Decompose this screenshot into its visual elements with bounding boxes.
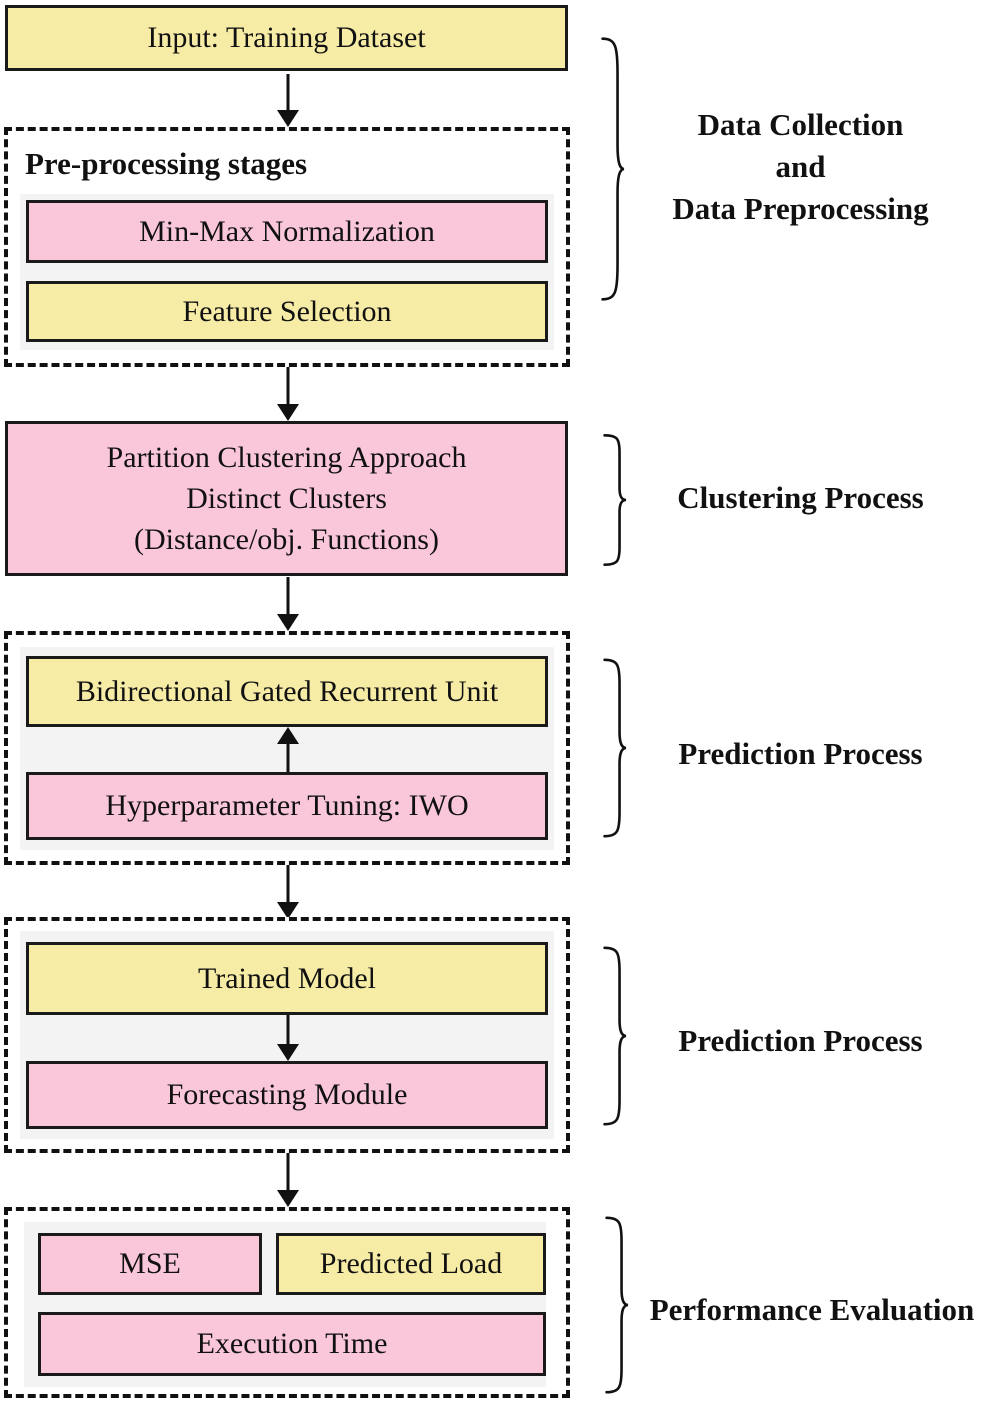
arrowhead-down-icon xyxy=(277,902,299,919)
hyperparameter-tuning-label: Hyperparameter Tuning: IWO xyxy=(105,789,469,823)
forecasting-module-box: Forecasting Module xyxy=(26,1061,548,1129)
clustering-line2: Distinct Clusters xyxy=(186,481,387,515)
arrow-clustering-to-training xyxy=(277,577,299,631)
brace-performance-evaluation xyxy=(601,1216,629,1394)
arrow-preprocessing-to-clustering xyxy=(277,367,299,421)
execution-time-label: Execution Time xyxy=(196,1327,388,1361)
predicted-load-box: Predicted Load xyxy=(276,1233,546,1295)
stage-label-clustering-process: Clustering Process xyxy=(677,480,924,515)
feature-selection-label: Feature Selection xyxy=(182,294,392,328)
stage-label-data-collection: Data Collection and Data Preprocessing xyxy=(672,107,929,227)
trained-model-label: Trained Model xyxy=(197,961,377,995)
brace-clustering-process xyxy=(599,434,627,566)
minmax-normalization-box: Min-Max Normalization xyxy=(26,200,548,263)
arrowhead-up-icon xyxy=(277,727,299,744)
preprocessing-title: Pre-processing stages xyxy=(25,146,308,181)
mse-label: MSE xyxy=(119,1247,181,1281)
bigru-label: Bidirectional Gated Recurrent Unit xyxy=(75,674,499,708)
stage-label-prediction-process-1: Prediction Process xyxy=(678,736,923,771)
predicted-load-label: Predicted Load xyxy=(319,1247,503,1281)
input-training-dataset-box: Input: Training Dataset xyxy=(5,5,568,71)
mse-box: MSE xyxy=(38,1233,262,1295)
arrow-trained-to-forecasting xyxy=(277,1015,299,1061)
stage-label-performance-evaluation: Performance Evaluation xyxy=(649,1292,975,1327)
bigru-box: Bidirectional Gated Recurrent Unit xyxy=(26,656,548,727)
trained-model-box: Trained Model xyxy=(26,942,548,1015)
hyperparameter-tuning-box: Hyperparameter Tuning: IWO xyxy=(26,772,548,840)
arrowhead-down-icon xyxy=(277,614,299,631)
brace-prediction-process-2 xyxy=(599,946,627,1126)
arrowhead-down-icon xyxy=(277,110,299,127)
arrow-training-to-prediction xyxy=(277,865,299,919)
minmax-normalization-label: Min-Max Normalization xyxy=(139,214,435,248)
clustering-line3: (Distance/obj. Functions) xyxy=(134,523,439,557)
arrow-prediction-to-evaluation xyxy=(277,1153,299,1207)
feature-selection-box: Feature Selection xyxy=(26,281,548,342)
stage-label-prediction-process-2: Prediction Process xyxy=(678,1023,923,1058)
arrowhead-down-icon xyxy=(277,1190,299,1207)
arrowhead-down-icon xyxy=(277,404,299,421)
arrow-hyperparameter-to-bigru xyxy=(277,727,299,772)
brace-data-collection xyxy=(597,36,625,302)
arrowhead-down-icon xyxy=(277,1044,299,1061)
forecasting-module-label: Forecasting Module xyxy=(166,1078,408,1112)
brace-prediction-process-1 xyxy=(599,658,627,838)
partition-clustering-box: Partition Clustering Approach Distinct C… xyxy=(5,421,568,576)
execution-time-box: Execution Time xyxy=(38,1312,546,1376)
arrow-input-to-preprocessing xyxy=(277,74,299,127)
clustering-line1: Partition Clustering Approach xyxy=(106,440,467,474)
input-training-dataset-label: Input: Training Dataset xyxy=(147,21,426,55)
